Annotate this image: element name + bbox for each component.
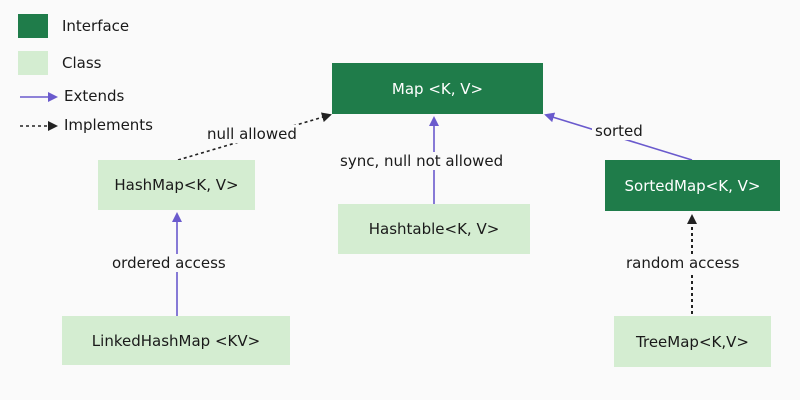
legend-interface: Interface [18,14,129,38]
legend-implements: Implements [64,116,153,134]
edge-label-random-access: random access [623,254,743,272]
legend-class-swatch [18,51,48,75]
edge-label-ordered-access: ordered access [109,254,229,272]
legend-class-label: Class [62,54,102,72]
node-map: Map <K, V> [332,63,543,114]
node-hashtable: Hashtable<K, V> [338,204,530,254]
node-treemap-label: TreeMap<K,V> [636,332,749,351]
legend-extends-label: Extends [64,87,125,105]
node-sortedmap-label: SortedMap<K, V> [624,176,761,195]
node-sortedmap: SortedMap<K, V> [605,160,780,211]
edge-label-null-allowed: null allowed [204,125,300,143]
node-linkedhashmap-label: LinkedHashMap <KV> [91,331,261,350]
node-hashtable-label: Hashtable<K, V> [368,220,500,238]
legend-interface-label: Interface [62,17,130,35]
legend-class: Class [18,51,101,75]
legend-implements-label: Implements [64,116,153,134]
legend-interface-swatch [18,14,48,38]
legend-extends: Extends [64,87,124,105]
edge-label-sorted: sorted [592,122,646,140]
node-hashmap-label: HashMap<K, V> [114,176,239,194]
edge-label-sync-null-not-allowed: sync, null not allowed [337,152,507,170]
node-linkedhashmap: LinkedHashMap <KV> [62,316,290,365]
node-treemap: TreeMap<K,V> [614,316,771,367]
node-map-label: Map <K, V> [391,79,484,98]
node-hashmap: HashMap<K, V> [98,160,255,210]
